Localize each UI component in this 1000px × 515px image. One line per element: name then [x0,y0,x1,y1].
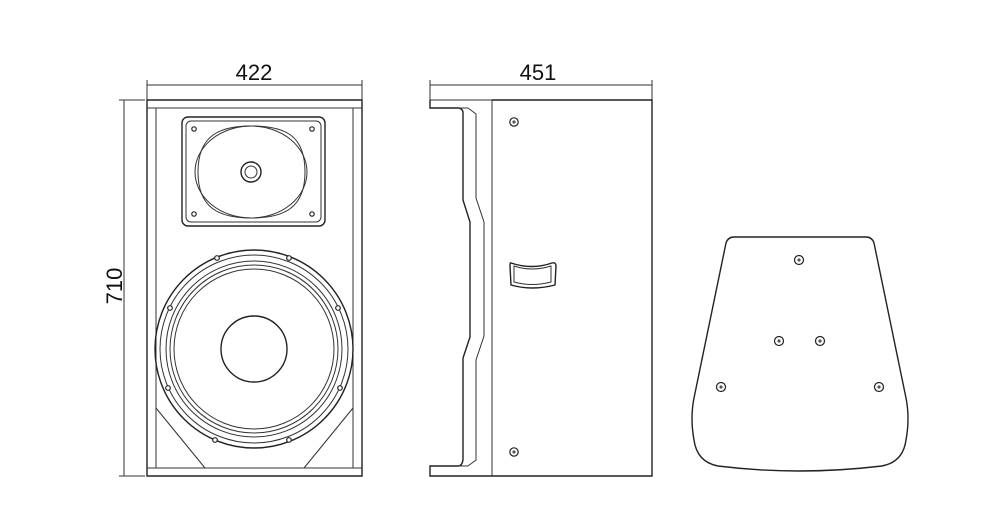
horn-screw [309,126,315,132]
woofer-screw [212,437,218,443]
side-view [429,99,653,477]
height-dimension: 710 [102,99,145,477]
horn-plate [181,116,326,227]
horn-screw [191,126,197,132]
woofer-screw [165,385,171,391]
front-view [146,99,363,477]
height-label: 710 [102,268,127,305]
width-dimension: 422 [146,60,363,100]
woofer-screw [286,437,292,443]
woofer-screw [337,385,343,391]
bottom-view [691,236,909,472]
depth-label: 451 [520,60,557,85]
woofer-screw [214,255,220,261]
woofer-screw [335,305,341,311]
horn-screw [309,211,315,217]
width-label: 422 [236,60,273,85]
handle-icon [509,262,557,289]
depth-dimension: 451 [429,60,653,100]
woofer-screw [167,305,173,311]
horn-screw [191,211,197,217]
woofer-screw [286,255,292,261]
woofer [154,249,354,449]
